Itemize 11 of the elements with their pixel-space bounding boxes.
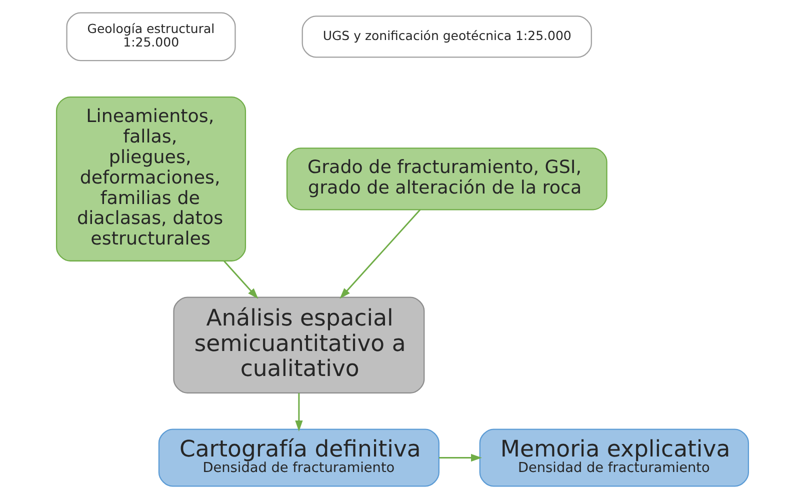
node-box: Cartografía definitiva Densidad de fracturamiento	[158, 428, 440, 487]
arrow	[295, 393, 303, 432]
node-box: Lineamientos, fallas, pliegues, deformaciones, familias de diaclasas, datos estructurales	[56, 96, 246, 262]
node-box: Análisis espacial semicuantitativo a cualitativo	[173, 296, 425, 394]
node-box: Geología estructural 1:25.000	[66, 12, 236, 62]
arrow	[340, 209, 421, 299]
node-box: Grado de fracturamiento, GSI, grado de alteración de la roca	[286, 148, 608, 210]
node-box: UGS y zonificación geotécnica 1:25.000	[302, 16, 592, 58]
arrow	[439, 454, 482, 462]
node-box: Memoria explicativa Densidad de fracturamiento	[479, 428, 750, 487]
arrow	[224, 260, 258, 299]
